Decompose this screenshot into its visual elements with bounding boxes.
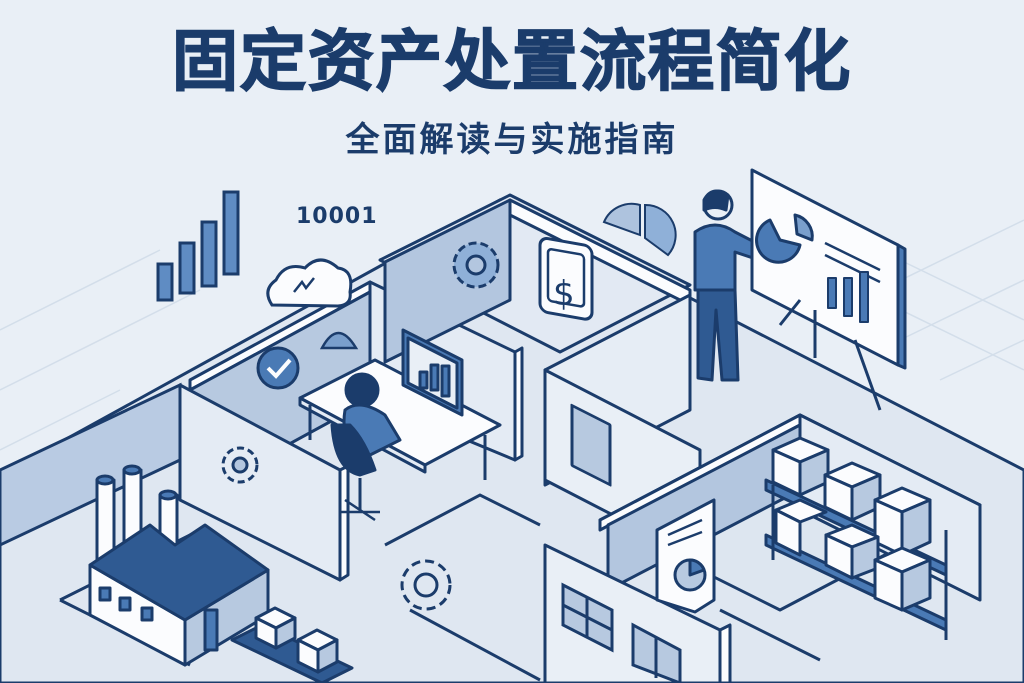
presenter-legs bbox=[696, 288, 740, 382]
factory-icon bbox=[88, 464, 270, 667]
building-windows bbox=[561, 582, 682, 683]
cloud-icon bbox=[266, 258, 353, 308]
presentation-board-icon bbox=[750, 168, 907, 411]
page-subtitle: 全面解读与实施指南 bbox=[345, 120, 679, 160]
gear-icon bbox=[452, 241, 500, 289]
gear-icon bbox=[400, 559, 452, 611]
bar-chart-icon bbox=[156, 190, 240, 302]
presenter bbox=[693, 189, 772, 382]
binary-code-label: 10001 bbox=[296, 204, 378, 229]
box-icon bbox=[254, 606, 297, 650]
door bbox=[570, 403, 612, 487]
pie-chart-icon bbox=[602, 202, 677, 257]
box-icon bbox=[774, 498, 828, 557]
box-icon bbox=[873, 486, 932, 557]
upper-room-back-wall bbox=[383, 198, 512, 364]
box-icon bbox=[296, 628, 339, 674]
worker-head bbox=[344, 372, 380, 408]
box-icon bbox=[823, 461, 882, 522]
document-report-icon bbox=[655, 498, 716, 614]
conveyor-belt bbox=[230, 606, 354, 683]
dollar-sign-icon: $ bbox=[538, 236, 594, 321]
office-chair bbox=[330, 423, 377, 477]
half-circle-icon bbox=[319, 331, 359, 350]
svg-text:$: $ bbox=[553, 274, 575, 314]
storage-shelf-icon bbox=[764, 436, 948, 640]
check-circle-icon bbox=[256, 346, 300, 390]
page-title: 固定资产处置流程简化 bbox=[171, 22, 852, 101]
gear-icon bbox=[221, 446, 259, 484]
box-icon bbox=[771, 436, 830, 497]
workstation bbox=[298, 328, 502, 522]
box-icon bbox=[824, 523, 880, 580]
box-icon bbox=[873, 546, 932, 612]
